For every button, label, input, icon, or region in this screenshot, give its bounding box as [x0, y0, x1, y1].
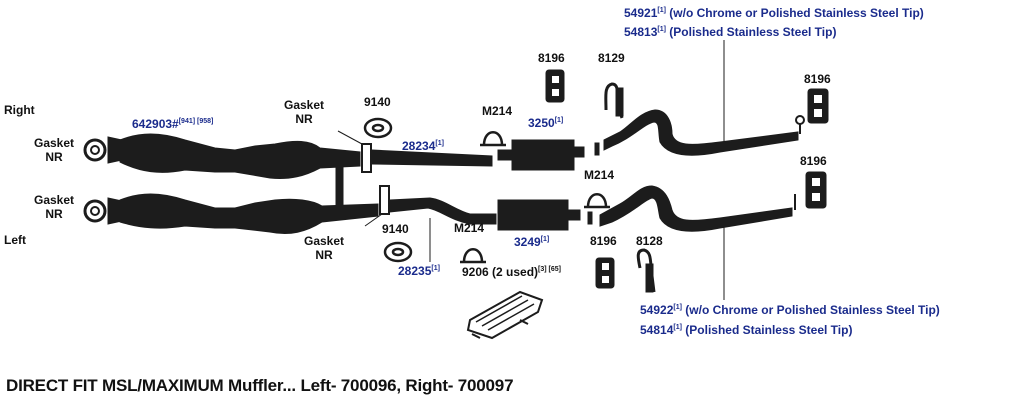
part-number: 54814: [640, 323, 674, 337]
hanger-8196-bottom-center: [595, 257, 615, 289]
part-28235-label: 28235[1]: [398, 264, 440, 278]
part-notes: [1]: [657, 26, 666, 33]
part-notes: [1]: [554, 117, 564, 124]
nr-label-line: NR: [315, 248, 333, 262]
gasket-nr-label-left: Gasket NR: [26, 193, 82, 221]
part-number: 54813: [624, 25, 658, 39]
diagram-caption: DIRECT FIT MSL/MAXIMUM Muffler... Left- …: [6, 376, 514, 395]
left-side-label: Left: [4, 233, 26, 247]
nr-label-line: NR: [45, 207, 63, 221]
part-8196-top-center-label: 8196: [538, 51, 565, 65]
left-catalytic-converter: [83, 193, 379, 235]
part-notes: [1]: [431, 265, 440, 272]
nr-label-line: NR: [295, 112, 313, 126]
hanger-8196-mid-right: [794, 171, 827, 210]
clamp-m214-top: [482, 131, 504, 146]
gasket-nr-label-center-bottom: Gasket NR: [296, 234, 352, 262]
part-number: 3249: [514, 235, 541, 249]
right-side-label: Right: [4, 103, 35, 117]
part-28234-label: 28234[1]: [402, 139, 444, 153]
nr-label-line: NR: [45, 150, 63, 164]
part-notes: [1]: [540, 236, 550, 243]
muffler-3250: [497, 139, 585, 171]
part-54814-label: 54814[1] (Polished Stainless Steel Tip): [640, 323, 852, 337]
flange-bottom: [379, 185, 390, 215]
part-54921-label: 54921[1] (w/o Chrome or Polished Stainle…: [624, 6, 924, 20]
clamp-top-joint: [594, 142, 600, 156]
part-notes: [3] [65]: [538, 266, 561, 273]
hanger-8196-top-center: [545, 69, 565, 103]
muffler-3249: [497, 199, 581, 231]
m214-mid-label: M214: [584, 168, 615, 182]
right-catalytic-converter: [83, 133, 361, 179]
part-3249-label: 3249[1]: [514, 235, 549, 249]
clamp-m214-mid: [586, 193, 608, 208]
part-notes: [1]: [673, 324, 682, 331]
pipe-28234: [371, 149, 493, 167]
part-9140-bottom-label: 9140: [382, 222, 409, 236]
part-description: (Polished Stainless Steel Tip): [685, 323, 853, 337]
gasket-label-line: Gasket: [33, 136, 75, 150]
flange-top: [361, 143, 372, 173]
part-54813-label: 54813[1] (Polished Stainless Steel Tip): [624, 25, 836, 39]
gasket-nr-label-center-top: Gasket NR: [276, 98, 332, 126]
part-number: 54922: [640, 303, 674, 317]
part-8196-mid-right-label: 8196: [800, 154, 827, 168]
clamp-m214-bottom: [462, 248, 484, 263]
part-8129-label: 8129: [598, 51, 625, 65]
part-3250-label: 3250[1]: [528, 116, 563, 130]
part-notes: [1]: [435, 140, 444, 147]
pipe-28235: [389, 197, 497, 225]
part-8128-label: 8128: [636, 234, 663, 248]
part-9206-label: 9206 (2 used)[3] [65]: [462, 265, 561, 279]
part-number: 28235: [398, 264, 432, 278]
part-9140-top-label: 9140: [364, 95, 391, 109]
heat-shield-9206: [466, 290, 544, 340]
hanger-8196-top-right: [795, 88, 829, 134]
part-number: 28234: [402, 139, 436, 153]
part-number: 9206 (2 used): [462, 265, 539, 279]
part-642903-label: 642903#[941] [958]: [132, 117, 213, 131]
m214-top-label: M214: [482, 104, 513, 118]
gasket-label-line: Gasket: [33, 193, 75, 207]
part-notes: [1]: [673, 304, 682, 311]
part-8196-top-right-label: 8196: [804, 72, 831, 86]
part-number: 3250: [528, 116, 555, 130]
part-number: 54921: [624, 6, 658, 20]
gasket-label-line: Gasket: [283, 98, 325, 112]
m214-bottom-label: M214: [454, 221, 485, 235]
tailpipe-54921: [603, 109, 799, 156]
tailpipe-54922: [599, 185, 793, 232]
part-description: (w/o Chrome or Polished Stainless Steel …: [685, 303, 940, 317]
part-8196-bottom-center-label: 8196: [590, 234, 617, 248]
part-notes: [1]: [657, 7, 666, 14]
gasket-label-line: Gasket: [303, 234, 345, 248]
clamp-bottom-joint: [587, 211, 593, 225]
part-notes: [941] [958]: [178, 118, 214, 125]
gasket-nr-label-right: Gasket NR: [26, 136, 82, 164]
part-number: 642903#: [132, 117, 179, 131]
part-description: (w/o Chrome or Polished Stainless Steel …: [669, 6, 924, 20]
part-description: (Polished Stainless Steel Tip): [669, 25, 837, 39]
part-54922-label: 54922[1] (w/o Chrome or Polished Stainle…: [640, 303, 940, 317]
crossover-pipe: [335, 157, 344, 209]
